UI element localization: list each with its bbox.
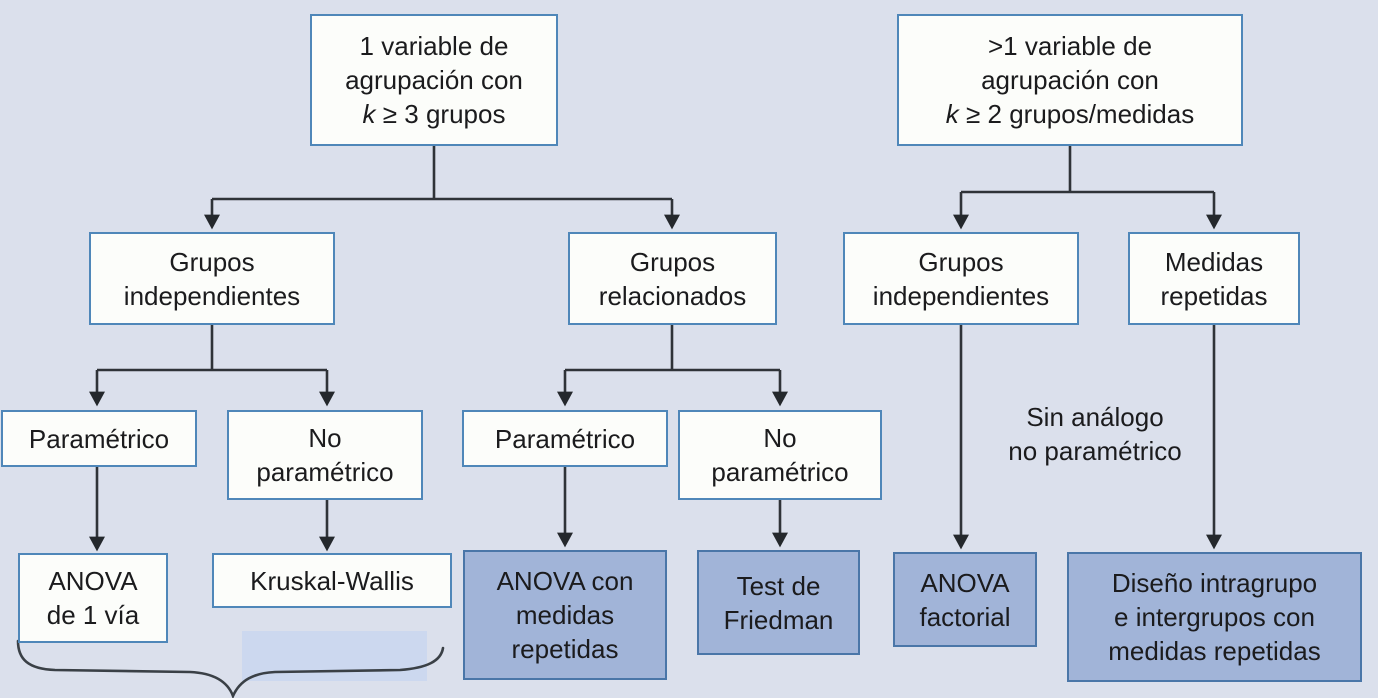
note-sin-analogo-no-parametrico: Sin análogo no paramétrico xyxy=(970,398,1220,470)
node-grupos-relacionados: Grupos relacionados xyxy=(568,232,777,325)
text-line: e intergrupos con xyxy=(1114,602,1315,632)
text-line: Kruskal-Wallis xyxy=(250,565,414,596)
text-line: Sin análogo xyxy=(1026,402,1164,432)
text-line: medidas repetidas xyxy=(1108,636,1321,666)
text-line: repetidas xyxy=(511,634,619,664)
text-line: ANOVA con xyxy=(496,566,634,596)
node-anova-factorial: ANOVA factorial xyxy=(893,552,1037,647)
text-line: Friedman xyxy=(723,604,834,635)
text-line: ANOVA xyxy=(920,567,1010,598)
text-line: ANOVA xyxy=(48,566,138,596)
node-no-parametrico-1: No paramétrico xyxy=(227,410,423,500)
text-line: agrupación con xyxy=(345,65,523,95)
node-grupos-independientes-der: Grupos independientes xyxy=(843,232,1079,325)
text-line: 1 variable de xyxy=(359,31,509,61)
text-line: No xyxy=(308,423,342,453)
text-line: Paramétrico xyxy=(28,423,170,454)
text-line: k ≥ 2 grupos/medidas xyxy=(945,99,1195,129)
text-line: Grupos xyxy=(169,246,255,277)
text-line: k ≥ 3 grupos xyxy=(362,99,506,129)
text-line: independientes xyxy=(872,280,1050,311)
text-line: No xyxy=(763,423,797,453)
node-kruskal-wallis: Kruskal-Wallis xyxy=(212,553,452,608)
node-diseno-intragrupo-intergrupos: Diseño intragrupo e intergrupos con medi… xyxy=(1067,552,1362,682)
text-line: medidas xyxy=(515,600,615,630)
node-1-variable-agrupacion: 1 variable de agrupación con k ≥ 3 grupo… xyxy=(310,14,558,146)
node-mas-1-variable-agrupacion: >1 variable de agrupación con k ≥ 2 grup… xyxy=(897,14,1243,146)
node-medidas-repetidas: Medidas repetidas xyxy=(1128,232,1300,325)
text-line: Paramétrico xyxy=(494,423,636,454)
node-parametrico-2: Paramétrico xyxy=(462,410,668,467)
node-test-de-friedman: Test de Friedman xyxy=(697,550,860,655)
node-grupos-independientes-izq: Grupos independientes xyxy=(89,232,335,325)
node-no-parametrico-2: No paramétrico xyxy=(678,410,882,500)
text-line: Grupos xyxy=(918,246,1004,277)
text-line: repetidas xyxy=(1160,280,1268,311)
text-line: agrupación con xyxy=(981,65,1159,95)
text-line: independientes xyxy=(123,280,301,311)
node-anova-medidas-repetidas: ANOVA con medidas repetidas xyxy=(463,550,667,680)
text-line: no paramétrico xyxy=(1008,436,1182,466)
text-line: Medidas xyxy=(1164,246,1264,277)
node-parametrico-1: Paramétrico xyxy=(1,410,197,467)
curly-brace xyxy=(16,639,445,698)
text-line: paramétrico xyxy=(256,457,394,487)
node-anova-1-via: ANOVA de 1 vía xyxy=(18,553,168,643)
text-line: de 1 vía xyxy=(46,600,140,630)
branch-lines xyxy=(97,146,1214,372)
text-line: Diseño intragrupo xyxy=(1111,568,1318,598)
text-line: factorial xyxy=(919,601,1011,632)
text-line: >1 variable de xyxy=(987,31,1153,61)
text-line: relacionados xyxy=(598,280,747,311)
text-line: paramétrico xyxy=(711,457,849,487)
text-line: Test de xyxy=(736,570,821,601)
text-line: Grupos xyxy=(629,246,716,277)
